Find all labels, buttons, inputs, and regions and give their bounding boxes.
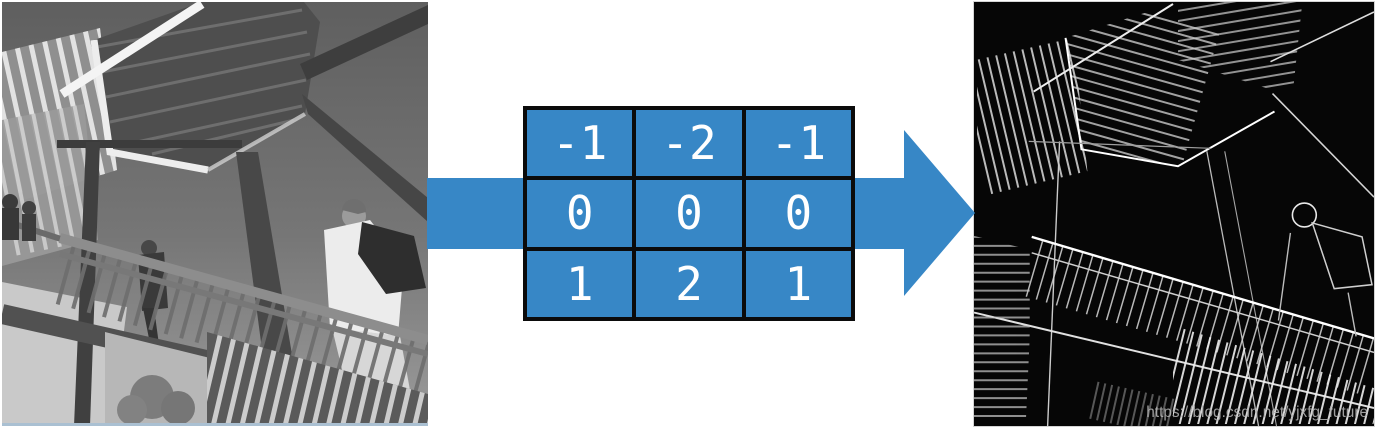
kernel-cell-r1c1: 0 <box>636 180 742 247</box>
pavilion-roof <box>59 2 320 174</box>
kernel-cell-r2c1: 2 <box>636 250 742 317</box>
kernel-cell-r2c2: 1 <box>745 250 851 317</box>
kernel-cell-r1c0: 0 <box>527 180 633 247</box>
edge-person-outline <box>1277 202 1373 337</box>
kernel-cell-r2c0: 1 <box>527 250 633 317</box>
tree-and-wall <box>105 332 210 426</box>
bottom-tint-line <box>2 423 428 426</box>
kernel-cell-r0c0: -1 <box>527 110 633 177</box>
edge-structure-lines <box>1028 3 1374 426</box>
output-edge-image: https://blog.csdn.net/yjxfg_future <box>973 1 1375 427</box>
input-photo-art <box>2 2 428 426</box>
kernel-cell-r0c2: -1 <box>745 110 851 177</box>
lower-fence <box>207 332 428 426</box>
output-edge-art: https://blog.csdn.net/yjxfg_future <box>974 2 1374 426</box>
kernel-cell-r1c2: 0 <box>745 180 851 247</box>
person-backpack <box>324 198 426 394</box>
structure-beams <box>57 5 428 426</box>
input-photo <box>2 2 428 426</box>
sobel-kernel-grid: -1 -2 -1 0 0 0 1 2 1 <box>523 106 855 321</box>
edge-background <box>974 2 1374 426</box>
left-stair-people <box>2 194 65 243</box>
watermark-url: https://blog.csdn.net/yjxfg_future <box>1146 404 1368 421</box>
kernel-cell-r0c1: -2 <box>636 110 742 177</box>
